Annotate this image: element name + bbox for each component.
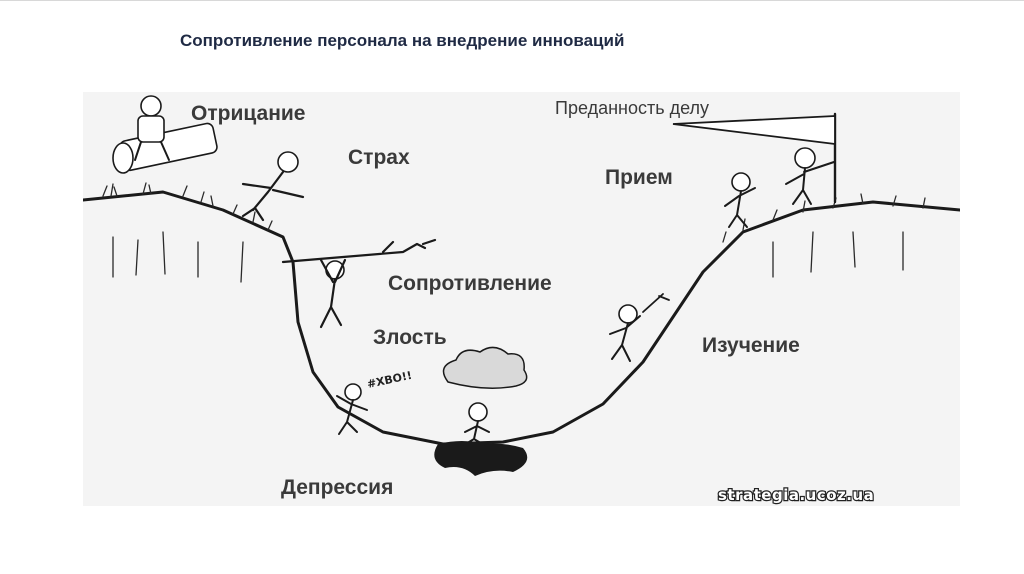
watermark-text: strategia.ucoz.ua [718, 486, 874, 504]
depression-pool [434, 441, 528, 476]
branch [281, 238, 437, 264]
stage-fear-label: Страх [348, 146, 410, 169]
valley-outline [83, 190, 960, 446]
figure-acceptance [724, 172, 756, 228]
figure-commitment [672, 112, 837, 205]
left-grass [102, 182, 273, 283]
stage-depression-label: Депрессия [281, 476, 393, 499]
figure-depression [463, 402, 490, 446]
figure-denial [134, 95, 170, 161]
exclamation-text: #ХВО!! [366, 369, 413, 391]
barrel-illustration [112, 122, 218, 174]
cloud [442, 346, 528, 389]
flag [672, 115, 836, 146]
stage-study-label: Изучение [702, 334, 800, 357]
stage-anger-label: Злость [373, 326, 447, 349]
change-curve-drawing: Отрицание Страх Сопротивление Злость Деп… [83, 95, 960, 505]
change-curve-figure: Отрицание Страх Сопротивление Злость Деп… [83, 92, 960, 506]
figure-resistance [319, 258, 347, 329]
stage-denial-label: Отрицание [191, 102, 305, 125]
figure-fear [241, 151, 305, 222]
slide-title: Сопротивление персонала на внедрение инн… [180, 31, 625, 50]
stage-acceptance-label: Прием [605, 166, 673, 189]
figure-study [609, 293, 670, 362]
stage-commitment-label: Преданность делу [555, 98, 709, 118]
figure-anger [336, 383, 368, 435]
stage-resistance-label: Сопротивление [388, 272, 552, 295]
